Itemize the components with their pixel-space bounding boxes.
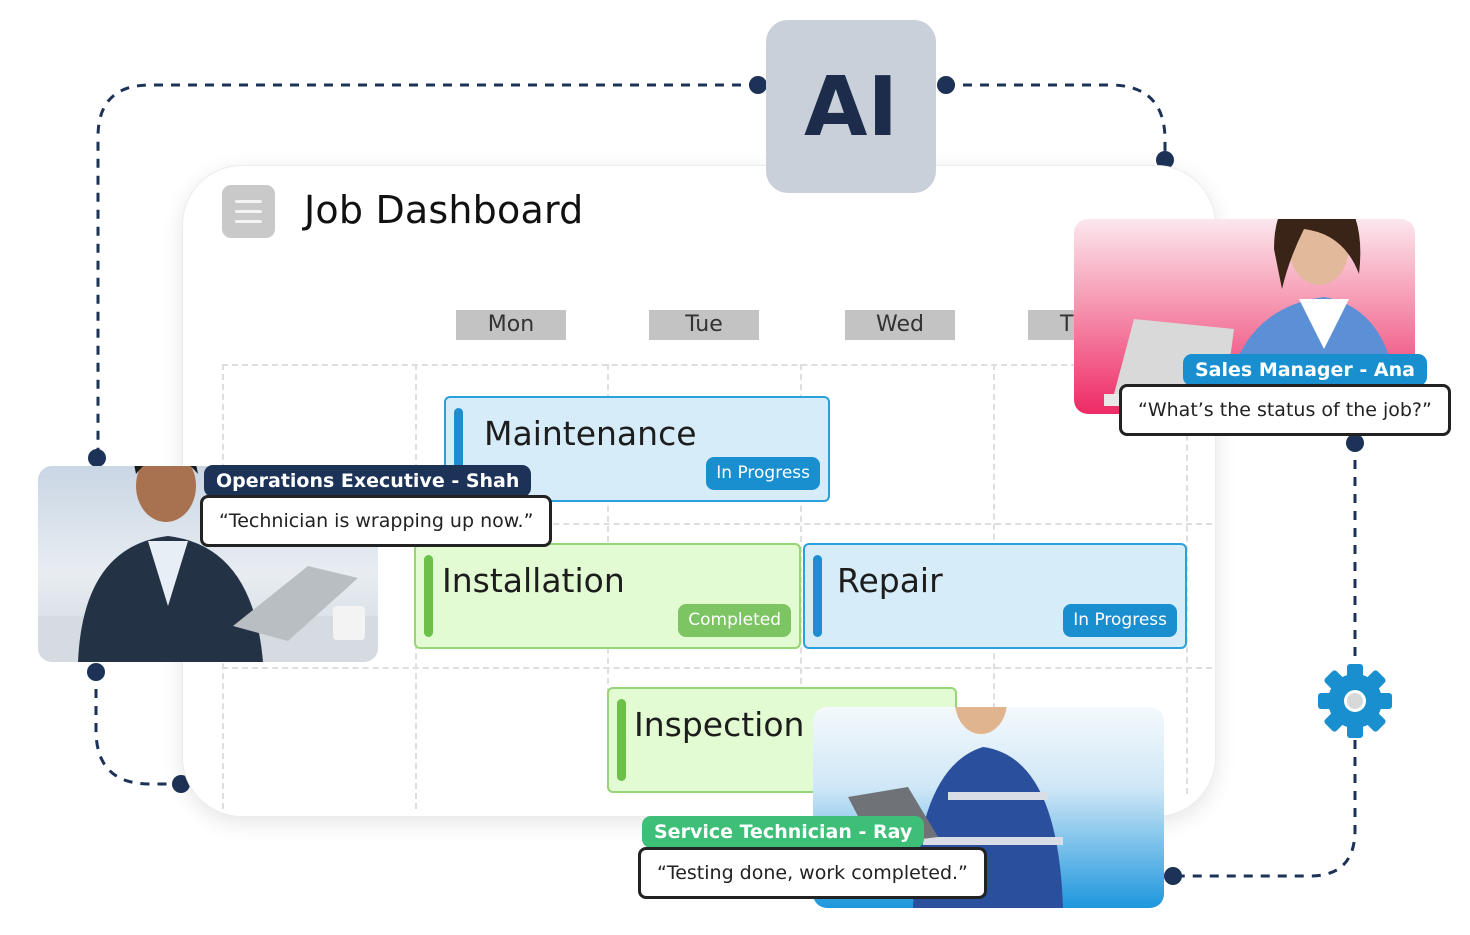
person-illustration: [38, 466, 378, 662]
job-accent-bar: [454, 408, 463, 490]
status-badge: In Progress: [706, 457, 820, 490]
job-accent-bar: [424, 555, 433, 637]
job-card-maintenance[interactable]: Maintenance In Progress: [444, 396, 830, 502]
grid-line: [607, 364, 609, 694]
ai-badge: AI: [766, 20, 936, 193]
job-title: Inspection: [634, 705, 805, 744]
day-header-mon: Mon: [456, 310, 566, 340]
gear-icon: [1318, 664, 1392, 738]
job-title: Maintenance: [484, 414, 697, 453]
job-accent-bar: [813, 555, 822, 637]
sales-manager-quote: “What’s the status of the job?”: [1119, 384, 1451, 436]
job-card-repair[interactable]: Repair In Progress: [803, 543, 1187, 649]
grid-line: [222, 364, 1187, 366]
service-technician-quote: “Testing done, work completed.”: [638, 847, 987, 899]
operations-executive-role-tag: Operations Executive - Shah: [204, 465, 532, 497]
day-header-wed: Wed: [845, 310, 955, 340]
grid-line: [1186, 364, 1188, 794]
job-accent-bar: [617, 699, 626, 781]
status-badge: In Progress: [1063, 604, 1177, 637]
job-title: Repair: [837, 561, 943, 600]
ai-label: AI: [804, 60, 898, 155]
page-title: Job Dashboard: [304, 188, 584, 232]
operations-executive-quote: “Technician is wrapping up now.”: [200, 495, 553, 547]
sales-manager-role-tag: Sales Manager - Ana: [1183, 354, 1427, 386]
grid-line: [222, 523, 1212, 525]
job-card-installation[interactable]: Installation Completed: [414, 543, 801, 649]
grid-line: [222, 667, 1212, 669]
status-badge: Completed: [678, 604, 791, 637]
grid-line: [800, 364, 802, 694]
day-header-tue: Tue: [649, 310, 759, 340]
job-title: Installation: [442, 561, 625, 600]
menu-icon[interactable]: [222, 185, 275, 238]
service-technician-role-tag: Service Technician - Ray: [642, 816, 925, 848]
